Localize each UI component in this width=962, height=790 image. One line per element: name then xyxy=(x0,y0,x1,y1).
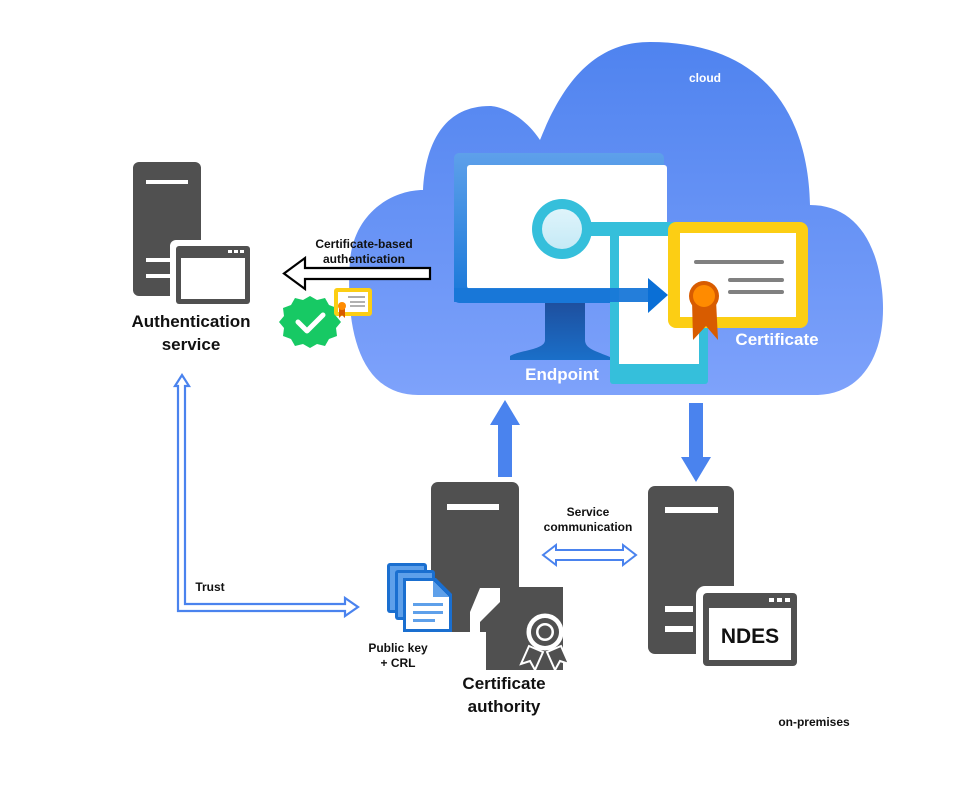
auth-service-node[interactable]: Authentication service xyxy=(132,162,255,354)
on-premises-zone-label: on-premises xyxy=(778,715,850,729)
certificate-node[interactable]: Certificate xyxy=(668,222,819,349)
server-slot xyxy=(146,258,174,262)
certificate-seal-inner xyxy=(693,285,715,307)
trust-double-arrow xyxy=(172,372,360,619)
public-key-label-line1: Public key xyxy=(368,641,428,655)
endpoint-arrow-shaft xyxy=(454,288,650,302)
cert-authority-label-line2: authority xyxy=(468,697,541,716)
monitor-stand xyxy=(510,302,612,360)
hollow-double-arrow xyxy=(541,542,638,568)
endpoint-label: Endpoint xyxy=(525,365,599,384)
cert-auth-label-line2: authentication xyxy=(323,252,405,266)
ndes-node[interactable]: NDES xyxy=(648,486,804,672)
auth-service-label-line2: service xyxy=(162,335,221,354)
public-key-label-line2: + CRL xyxy=(380,656,415,670)
ca-to-cloud-arrow xyxy=(490,400,520,477)
cloud-zone-label: cloud xyxy=(689,71,721,85)
certificate-ribbon xyxy=(692,300,718,340)
hollow-arrow-left xyxy=(282,255,432,292)
server-slot xyxy=(665,626,693,632)
cert-authority-node[interactable]: Public key + CRL Certificate authority xyxy=(368,482,571,716)
server-slot xyxy=(447,504,499,510)
cert-authority-label-line1: Certificate xyxy=(462,674,545,693)
document-stack-icon xyxy=(387,563,452,632)
auth-service-label-line1: Authentication xyxy=(132,312,251,331)
cloud-to-ndes-arrow xyxy=(681,403,711,482)
lens-inner xyxy=(542,209,582,249)
trust-label: Trust xyxy=(195,580,224,594)
small-certificate-icon xyxy=(334,288,372,318)
verified-check-icon xyxy=(279,296,341,348)
server-slot xyxy=(146,274,174,278)
endpoint-arrow-head xyxy=(648,278,668,313)
cert-auth-label-line1: Certificate-based xyxy=(315,237,412,251)
ndes-label: NDES xyxy=(721,625,779,648)
certificate-label: Certificate xyxy=(735,330,818,349)
service-comm-label-line1: Service xyxy=(567,505,610,519)
trust-edge[interactable]: Trust xyxy=(172,372,360,619)
service-comm-label-line2: communication xyxy=(544,520,633,534)
service-comm-edge[interactable]: Service communication xyxy=(541,505,638,568)
cert-auth-edge[interactable]: Certificate-based authentication xyxy=(282,237,432,292)
server-slot xyxy=(665,507,718,513)
server-slot xyxy=(146,180,188,184)
award-seal-icon xyxy=(519,613,571,673)
lens-connector xyxy=(585,222,675,236)
server-slot xyxy=(665,606,693,612)
